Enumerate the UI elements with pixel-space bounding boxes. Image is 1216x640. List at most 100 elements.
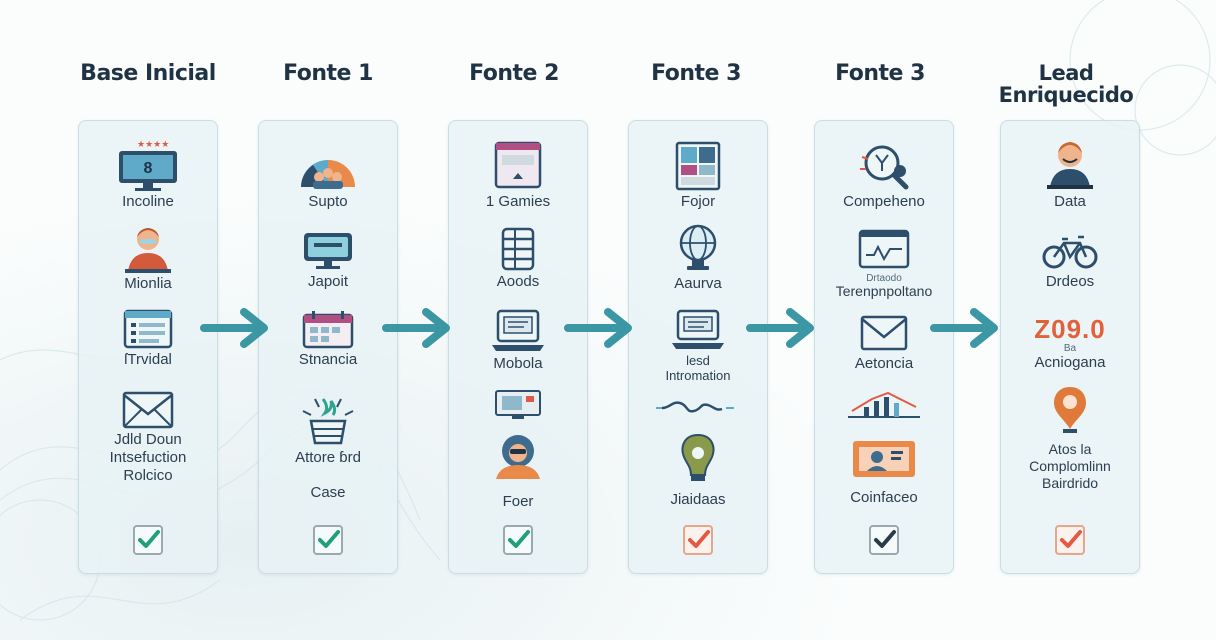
checkbox-checked-icon[interactable]	[1053, 523, 1087, 557]
item-caption: Ba	[1063, 343, 1077, 354]
item-mionlia: Mionlia	[79, 221, 217, 293]
card-fonte-1: Supto Japoit Stnancia	[258, 120, 398, 574]
arrow-right-icon	[200, 308, 268, 348]
item-compeheno: Compeheno	[815, 141, 953, 211]
checkbox-checked-icon[interactable]	[131, 523, 165, 557]
item-label-line-2: Intsefuction	[109, 449, 187, 466]
item-label-line-1: Atos la	[1048, 441, 1092, 457]
checkbox-checked-icon[interactable]	[311, 523, 345, 557]
arrow-right-icon	[930, 308, 998, 348]
item-label: Drdeos	[1045, 273, 1095, 290]
item-foer: Foer	[449, 431, 587, 511]
column-title-6: Lead Enriquecido	[998, 61, 1134, 107]
item-label-line-3: Bairdrido	[1041, 475, 1099, 491]
item-label: 1 Gamies	[485, 193, 551, 210]
arrow-right-icon	[382, 308, 450, 348]
screen-icon	[495, 390, 541, 419]
item-label: Acniogana	[1034, 354, 1106, 371]
item-coinfaceo: Coinfaceo	[815, 437, 953, 507]
item-japoit: Japoit	[259, 229, 397, 291]
item-gamies: 1 Gamies	[449, 139, 587, 211]
item-caption: Drtaodo	[866, 273, 902, 284]
item-label-line-3: Rolcico	[123, 467, 173, 484]
checkbox-checked-icon[interactable]	[681, 523, 715, 557]
item-label: Aoods	[496, 273, 540, 290]
wave-icon	[656, 401, 734, 413]
item-fojor: Fojor	[629, 139, 767, 211]
item-label-line-2: Complomlinn	[1029, 458, 1111, 474]
item-label: Compeheno	[843, 193, 925, 210]
dashboard-icon	[494, 141, 542, 189]
item-aetoncia: Aetoncia	[815, 313, 953, 373]
monitor-icon: ★★★★ 8	[119, 139, 177, 191]
item-basket: Attore ɓrd Case	[259, 391, 397, 502]
trend-icon	[848, 391, 920, 418]
item-label: Foer	[502, 493, 534, 510]
item-incoline: ★★★★ 8 Incoline	[79, 139, 217, 211]
envelope-icon	[860, 315, 908, 351]
arrow-right-icon	[564, 308, 632, 348]
item-screen	[449, 387, 587, 421]
column-title-5: Fonte 3	[835, 61, 925, 86]
item-label: Supto	[308, 193, 348, 210]
item-trvidal: ſTrvidal	[79, 307, 217, 369]
person-icon	[125, 228, 171, 273]
group-chart-icon	[301, 160, 355, 189]
item-supto: Supto	[259, 139, 397, 211]
item-label: Japoit	[307, 273, 349, 290]
item-location: Atos la Complomlinn Bairdrido	[1001, 383, 1139, 492]
presentation-icon	[853, 441, 915, 477]
column-title-3: Fonte 2	[469, 61, 559, 86]
item-mobola: Mobola	[449, 307, 587, 373]
chart-window-icon	[858, 229, 910, 269]
item-terenpnpoltano: Drtaodo Terenpnpoltano	[815, 227, 953, 299]
arrow-right-icon	[746, 308, 814, 348]
window-list-icon	[123, 309, 173, 349]
item-label-line-2: Case	[310, 484, 346, 501]
card-lead-enriquecido: Data Drdeos Z09.0 Ba Acniogana Atos la C…	[1000, 120, 1140, 574]
column-title-1: Base Inicial	[80, 61, 216, 86]
calendar-icon	[302, 311, 354, 349]
globe-icon	[679, 224, 717, 270]
item-label-line-1: Jdld Doun	[114, 431, 182, 448]
column-title-2: Fonte 1	[283, 61, 373, 86]
item-label-line-2: Intromation	[665, 368, 731, 383]
item-label: Mionlia	[124, 275, 172, 292]
item-label: Jiaidaas	[670, 491, 726, 508]
card-fonte-3b: Compeheno Drtaodo Terenpnpoltano Aetonci…	[814, 120, 954, 574]
item-data: Data	[1001, 137, 1139, 211]
svg-text:8: 8	[144, 160, 153, 177]
checkbox-checked-icon[interactable]	[867, 523, 901, 557]
monitor-icon	[304, 233, 352, 269]
avatar-icon	[496, 435, 540, 479]
svg-text:★★★★: ★★★★	[137, 139, 169, 149]
item-label: Terenpnpoltano	[835, 283, 933, 299]
item-label: Data	[1054, 193, 1086, 210]
basket-icon	[302, 398, 354, 445]
image-grid-icon	[675, 141, 721, 191]
item-intromation: lesd Intromation	[629, 307, 767, 383]
search-network-icon	[860, 145, 909, 190]
bicycle-icon	[1042, 235, 1098, 269]
item-label: Mobola	[493, 355, 543, 372]
item-drdeos: Drdeos	[1001, 229, 1139, 291]
item-aaurva: Aaurva	[629, 221, 767, 293]
item-trend	[815, 387, 953, 423]
item-label: Aaurva	[674, 275, 722, 292]
item-stnancia: Stnancia	[259, 309, 397, 369]
laptop-icon	[492, 309, 544, 351]
envelope-icon	[122, 391, 174, 429]
checkbox-checked-icon[interactable]	[501, 523, 535, 557]
item-label: Fojor	[680, 193, 716, 210]
item-label-line-1: Attore ɓrd	[295, 449, 361, 466]
card-base-inicial: ★★★★ 8 Incoline Mionlia ſTrvidal	[78, 120, 218, 574]
item-jiaidaas: Jiaidaas	[629, 431, 767, 509]
item-aoods: Aoods	[449, 225, 587, 291]
location-pin-icon	[1054, 387, 1086, 433]
card-fonte-3a: Fojor Aaurva lesd Intromation	[628, 120, 768, 574]
lead-score-value: Z09.0	[1034, 314, 1106, 344]
item-wave	[629, 397, 767, 419]
item-label: Stnancia	[298, 351, 358, 368]
column-title-4: Fonte 3	[651, 61, 741, 86]
item-value: Z09.0 Ba Acniogana	[1001, 315, 1139, 372]
